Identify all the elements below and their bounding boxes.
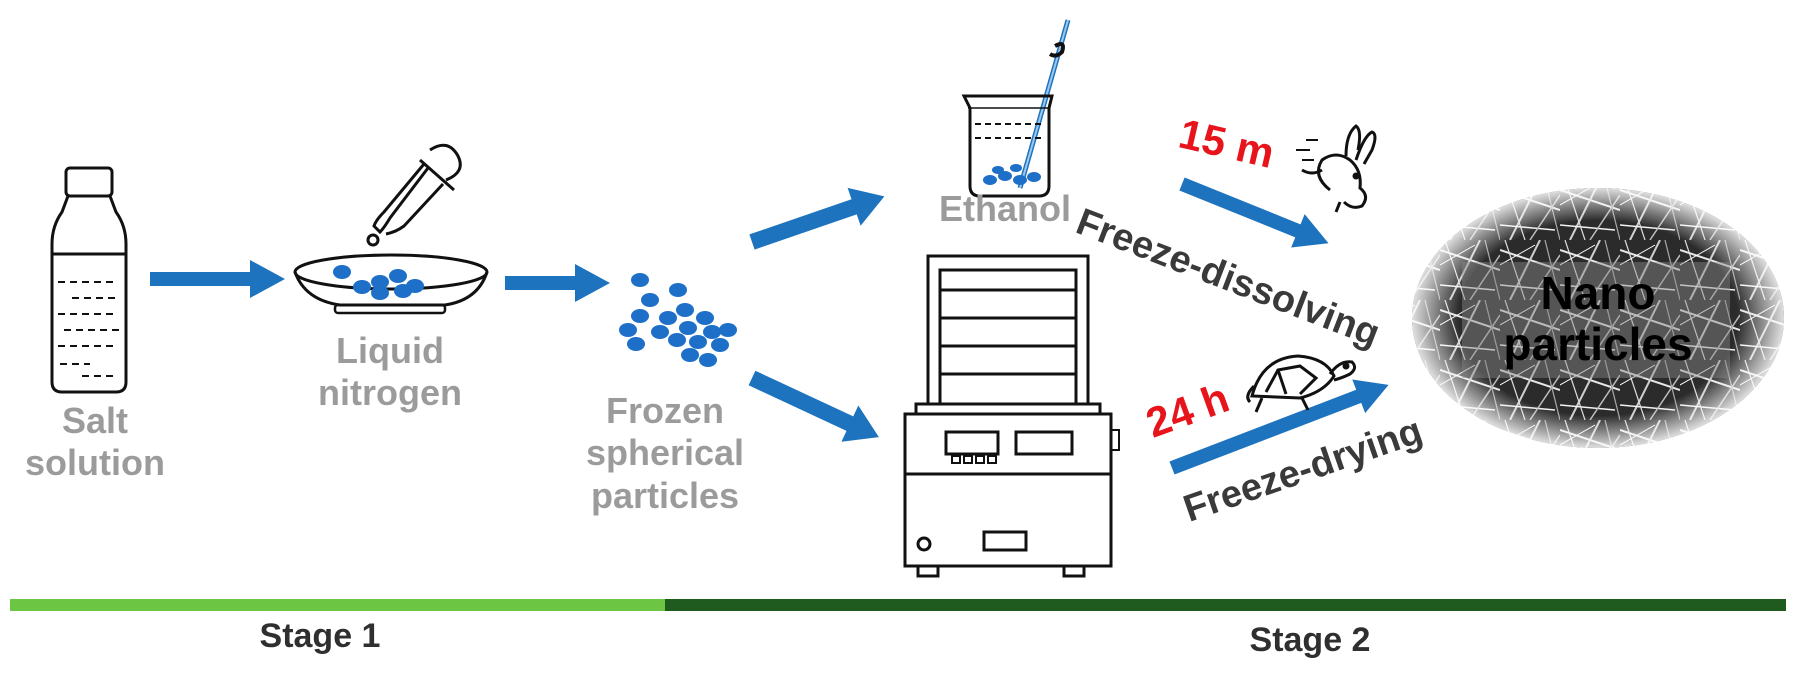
arrow-1 <box>150 260 285 298</box>
arrow-freeze-dissolving <box>1179 177 1329 248</box>
beaker-icon <box>961 19 1071 198</box>
arrow-freeze-drying <box>1169 379 1389 475</box>
bottle-icon <box>50 166 128 394</box>
arrow-to-freeze-dryer <box>748 370 879 442</box>
arrow-2 <box>505 264 610 302</box>
stage-2-label: Stage 2 <box>1249 621 1371 659</box>
stage-1-label: Stage 1 <box>259 617 381 655</box>
salt-solution-label: Salt solution <box>25 400 165 484</box>
nano-particles-label: Nano particles <box>1503 267 1693 370</box>
particles-icon <box>619 273 737 367</box>
frozen-particles-label: Frozen spherical particles <box>585 390 745 516</box>
rabbit-icon <box>1296 124 1377 213</box>
ethanol-label: Ethanol <box>939 188 1071 229</box>
turtle-icon <box>1246 354 1357 413</box>
freeze-dryer-icon <box>903 254 1120 578</box>
dish-icon <box>293 253 489 315</box>
stage-2-bar <box>665 599 1786 611</box>
nanoparticle-image <box>1412 188 1784 448</box>
stage-1-bar <box>10 599 665 611</box>
dropper-icon <box>366 143 462 247</box>
arrow-to-ethanol <box>749 187 885 250</box>
liquid-nitrogen-label: Liquid nitrogen <box>318 330 462 414</box>
